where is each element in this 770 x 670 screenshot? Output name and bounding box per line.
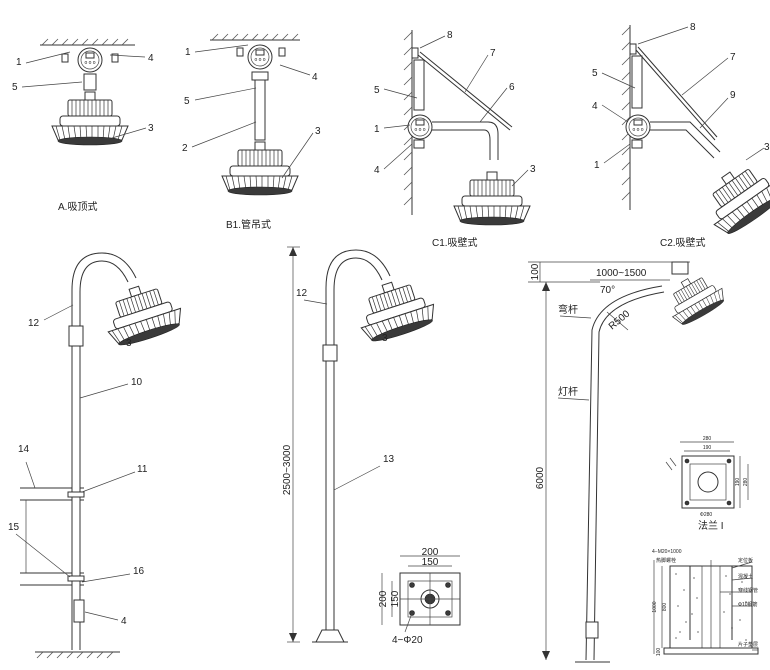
caption-c1: C1.吸壁式 bbox=[432, 236, 478, 249]
dim-f-radius: R500 bbox=[607, 308, 633, 332]
callout-c1-3: 3 bbox=[530, 164, 536, 175]
dim-e-height: 2500~3000 bbox=[282, 444, 293, 495]
callout-c1-5: 5 bbox=[374, 85, 380, 96]
callout-a-1: 1 bbox=[16, 57, 22, 68]
dim-f-angle: 70° bbox=[600, 285, 615, 296]
fd-label-4: 穿线钢管 bbox=[738, 587, 758, 594]
callout-c1-1: 1 bbox=[374, 124, 380, 135]
callout-a-3: 3 bbox=[148, 123, 154, 134]
callout-c1-8: 8 bbox=[447, 30, 453, 41]
callout-e-3: 3 bbox=[382, 333, 388, 344]
fd-label-2: 定位板 bbox=[738, 557, 753, 564]
callout-c2-8: 8 bbox=[690, 22, 696, 33]
figure-a-ceiling-mount: 1 4 5 3 A.吸顶式 bbox=[12, 38, 154, 213]
dim-e-base-w: 200 bbox=[422, 547, 439, 558]
dim-flange-h1: 190 bbox=[735, 478, 741, 487]
callout-a-5: 5 bbox=[12, 82, 18, 93]
callout-b1-1: 1 bbox=[185, 47, 191, 58]
callout-c1-4: 4 bbox=[374, 165, 380, 176]
callout-c1-6: 6 bbox=[509, 82, 515, 93]
fd-label-3: 混凝土 bbox=[738, 573, 753, 580]
callout-e-12: 12 bbox=[296, 288, 308, 299]
dim-f-height: 6000 bbox=[535, 466, 546, 489]
fd-h1: 1000 bbox=[652, 601, 658, 612]
caption-flange: 法兰 I bbox=[698, 519, 724, 532]
callout-d-15: 15 bbox=[8, 522, 20, 533]
dim-e-base-inner-w: 150 bbox=[422, 557, 439, 568]
callout-d-11: 11 bbox=[137, 464, 148, 475]
callout-d-12: 12 bbox=[28, 318, 40, 329]
callout-c2-7: 7 bbox=[730, 52, 736, 63]
fd-h2: 800 bbox=[662, 603, 668, 612]
dim-f-top: 100 bbox=[530, 263, 541, 280]
figure-f-street-lamp: 100 1000~1500 70° R500 弯杆 灯杆 6000 280 19… bbox=[528, 261, 759, 663]
fd-label-5: Φ10钢筋 bbox=[738, 601, 758, 608]
figure-c1-wall-mount: 8 7 5 6 1 4 3 C1.吸壁式 bbox=[374, 30, 536, 249]
fd-h3: 100 bbox=[656, 648, 662, 657]
figure-b1-pipe-pendant: 1 4 5 2 3 B1.管吊式 bbox=[182, 33, 321, 231]
callout-c2-9: 9 bbox=[730, 90, 736, 101]
fd-label-1: 热脚螺栓 bbox=[656, 557, 676, 564]
dim-e-base-inner-h: 150 bbox=[390, 590, 401, 607]
base-plate-detail: 200 150 200 150 4−Φ20 bbox=[378, 547, 461, 646]
caption-c2: C2.吸壁式 bbox=[660, 236, 706, 249]
callout-c1-7: 7 bbox=[490, 48, 496, 59]
dim-e-bolts: 4−Φ20 bbox=[392, 635, 423, 646]
figure-e-floor-pole: 2500~3000 12 3 13 200 150 bbox=[282, 246, 461, 646]
flange-detail: 280 190 190 280 Φ280 法兰 I bbox=[665, 436, 749, 532]
callout-b1-5: 5 bbox=[184, 96, 190, 107]
callout-c2-3: 3 bbox=[764, 142, 770, 153]
dim-f-reach: 1000~1500 bbox=[596, 268, 647, 279]
dim-flange-w1: 280 bbox=[703, 436, 712, 442]
label-f-pole: 灯杆 bbox=[558, 386, 578, 398]
dim-flange-hole: Φ280 bbox=[700, 512, 713, 518]
caption-b1: B1.管吊式 bbox=[226, 218, 271, 231]
callout-b1-4: 4 bbox=[312, 72, 318, 83]
callout-d-10: 10 bbox=[131, 377, 143, 388]
callout-a-4: 4 bbox=[148, 53, 154, 64]
caption-a: A.吸顶式 bbox=[58, 200, 97, 213]
callout-d-16: 16 bbox=[133, 566, 145, 577]
callout-b1-3: 3 bbox=[315, 126, 321, 137]
dim-e-base-h: 200 bbox=[378, 590, 389, 607]
callout-b1-2: 2 bbox=[182, 143, 188, 154]
callout-d-14: 14 bbox=[18, 444, 30, 455]
callout-e-13: 13 bbox=[383, 454, 395, 465]
callout-c2-5: 5 bbox=[592, 68, 598, 79]
callout-d-4: 4 bbox=[121, 616, 127, 627]
callout-d-3: 3 bbox=[126, 338, 132, 349]
callout-c2-4: 4 bbox=[592, 101, 598, 112]
fd-bolt: 4−M20×1000 bbox=[652, 549, 682, 555]
figure-d-railing-pole: 12 3 10 14 11 15 16 4 bbox=[8, 252, 187, 659]
dim-flange-w2: 190 bbox=[703, 445, 712, 451]
callout-c2-1: 1 bbox=[594, 160, 600, 171]
dim-flange-h2: 280 bbox=[743, 478, 749, 487]
fd-label-6: 片子垫层 bbox=[738, 641, 758, 648]
label-f-arm: 弯杆 bbox=[558, 303, 578, 316]
foundation-detail: 4−M20×1000 热脚螺栓 定位板 混凝土 穿线钢管 Φ10 bbox=[652, 549, 759, 657]
figure-c2-wall-mount: 8 7 5 9 4 1 3 C2.吸壁式 bbox=[592, 22, 770, 249]
